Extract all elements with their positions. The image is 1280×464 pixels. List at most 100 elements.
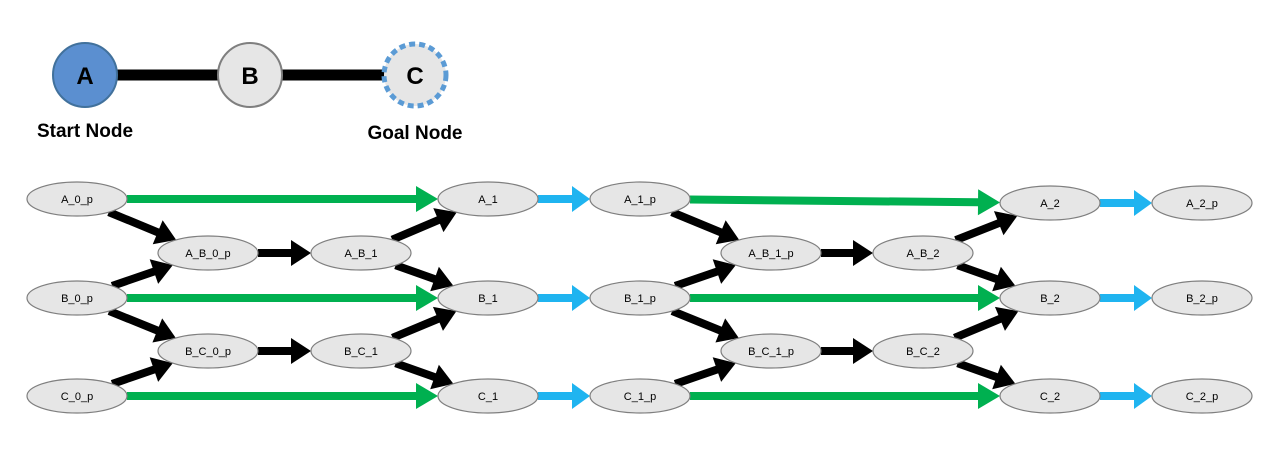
node-label: A_B_1_p bbox=[748, 248, 793, 260]
node-ellipse bbox=[999, 280, 1101, 316]
node-ellipse bbox=[1151, 280, 1253, 316]
edge-wait-A_0_p-to-A_1 bbox=[127, 186, 438, 212]
node-label: A_2_p bbox=[1186, 198, 1218, 210]
node-ellipse bbox=[1151, 378, 1253, 414]
edge-proceed-C_2-to-C_2_p bbox=[1100, 383, 1152, 409]
edge-arrowhead bbox=[853, 338, 873, 364]
edge-arrowhead bbox=[978, 383, 1000, 409]
edge-arrowhead bbox=[715, 220, 740, 245]
node-A_B_2: A_B_2 bbox=[872, 235, 974, 271]
node-ellipse bbox=[157, 235, 259, 271]
node-label: A_1 bbox=[478, 194, 498, 206]
node-label: C_1 bbox=[478, 391, 498, 403]
node-label: C_1_p bbox=[624, 391, 656, 403]
node-A_2_p: A_2_p bbox=[1151, 185, 1253, 221]
edge-shaft bbox=[110, 365, 157, 388]
edge-arrowhead bbox=[715, 318, 739, 343]
edge-move-B_1_p-to-B_C_1_p bbox=[670, 307, 739, 343]
edge-shaft bbox=[670, 208, 724, 237]
legend-node-c bbox=[381, 41, 449, 109]
edge-arrowhead bbox=[994, 306, 1019, 331]
edge-move-A_B_1-to-B_1 bbox=[394, 261, 454, 292]
edge-move-B_0_p-to-B_C_0_p bbox=[107, 307, 176, 343]
edge-arrowhead bbox=[416, 285, 438, 311]
node-C_1: C_1 bbox=[437, 378, 539, 414]
edge-arrowhead bbox=[992, 364, 1016, 390]
edge-proceed-B_2-to-B_2_p bbox=[1100, 285, 1152, 311]
node-label: C_0_p bbox=[61, 391, 93, 403]
goal-node-caption: Goal Node bbox=[367, 123, 462, 144]
edge-arrowhead bbox=[152, 318, 176, 343]
edge-wait-B_1_p-to-B_2 bbox=[690, 285, 1000, 311]
edge-shaft bbox=[107, 307, 160, 335]
edge-move-B_C_2-to-C_2 bbox=[956, 359, 1016, 390]
edge-shaft bbox=[670, 307, 723, 335]
node-ellipse bbox=[310, 235, 412, 271]
edge-arrowhead bbox=[572, 383, 590, 409]
edge-arrowhead bbox=[572, 186, 590, 212]
edge-shaft bbox=[107, 208, 161, 237]
node-A_B_1: A_B_1 bbox=[310, 235, 412, 271]
edge-arrowhead bbox=[978, 285, 1000, 311]
edge-arrowhead bbox=[1134, 285, 1152, 311]
edge-move-C_0_p-to-B_C_0_p bbox=[110, 357, 173, 388]
edge-arrowhead bbox=[291, 338, 311, 364]
edge-move-B_C_0_p-to-B_C_1 bbox=[258, 338, 311, 364]
edge-arrowhead bbox=[572, 285, 590, 311]
node-B_2_p: B_2_p bbox=[1151, 280, 1253, 316]
legend-graph: A B C Start Node Goal Node bbox=[37, 41, 463, 144]
edge-arrowhead bbox=[149, 259, 173, 284]
edge-shaft bbox=[110, 267, 157, 290]
legend-node-a bbox=[52, 42, 118, 108]
node-label: C_2_p bbox=[1186, 391, 1218, 403]
node-B_C_0_p: B_C_0_p bbox=[157, 333, 259, 369]
node-label: B_C_1 bbox=[344, 346, 378, 358]
start-node-caption: Start Node bbox=[37, 121, 133, 142]
legend-node-a-label: A bbox=[76, 63, 93, 90]
node-ellipse bbox=[437, 378, 539, 414]
legend-node-c-label: C bbox=[406, 63, 423, 90]
node-label: B_2_p bbox=[1186, 293, 1218, 305]
edge-arrowhead bbox=[992, 266, 1016, 292]
node-C_2: C_2 bbox=[999, 378, 1101, 414]
node-ellipse bbox=[26, 280, 128, 316]
edge-shaft bbox=[956, 359, 999, 382]
edge-proceed-A_2-to-A_2_p bbox=[1100, 190, 1152, 216]
edge-wait-B_0_p-to-B_1 bbox=[127, 285, 438, 311]
node-A_B_1_p: A_B_1_p bbox=[720, 235, 822, 271]
node-B_C_1_p: B_C_1_p bbox=[720, 333, 822, 369]
node-label: B_2 bbox=[1040, 293, 1060, 305]
legend-node-b-label: B bbox=[241, 63, 258, 90]
edge-move-C_1_p-to-B_C_1_p bbox=[673, 357, 736, 388]
node-ellipse bbox=[1151, 185, 1253, 221]
node-label: A_B_1 bbox=[344, 248, 377, 260]
edge-arrowhead bbox=[430, 364, 454, 390]
node-C_2_p: C_2_p bbox=[1151, 378, 1253, 414]
edge-wait-C_1_p-to-C_2 bbox=[690, 383, 1000, 409]
node-ellipse bbox=[26, 181, 128, 217]
edge-shaft bbox=[394, 359, 437, 382]
node-ellipse bbox=[999, 378, 1101, 414]
node-ellipse bbox=[437, 181, 539, 217]
edges-layer bbox=[107, 186, 1152, 409]
node-A_1: A_1 bbox=[437, 181, 539, 217]
edge-shaft bbox=[391, 314, 441, 342]
nodes-layer: A_0_pB_0_pC_0_pA_B_0_pB_C_0_pA_B_1B_C_1A… bbox=[26, 181, 1253, 414]
edge-move-A_B_2-to-A_2 bbox=[954, 211, 1018, 244]
node-ellipse bbox=[872, 333, 974, 369]
edge-move-B_1_p-to-A_B_1_p bbox=[673, 259, 736, 290]
edge-arrowhead bbox=[712, 259, 736, 284]
edge-shaft bbox=[689, 195, 980, 207]
node-label: A_2 bbox=[1040, 198, 1060, 210]
node-ellipse bbox=[26, 378, 128, 414]
edge-move-B_C_1-to-B_1 bbox=[391, 306, 457, 342]
node-label: B_C_2 bbox=[906, 346, 940, 358]
node-C_1_p: C_1_p bbox=[589, 378, 691, 414]
node-label: B_C_1_p bbox=[748, 346, 794, 358]
edge-move-A_B_1-to-A_1 bbox=[390, 208, 457, 244]
node-C_0_p: C_0_p bbox=[26, 378, 128, 414]
edge-shaft bbox=[390, 216, 441, 244]
edge-shaft bbox=[954, 219, 1002, 244]
edge-shaft bbox=[673, 267, 720, 290]
node-ellipse bbox=[720, 333, 822, 369]
